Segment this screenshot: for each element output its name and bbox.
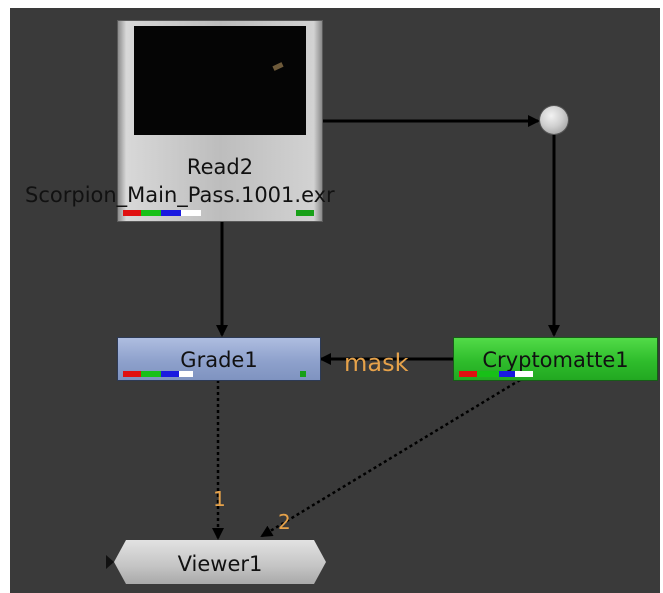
cryptomatte-node-title: Cryptomatte1 <box>482 348 629 372</box>
edge-cryptomatte-to-viewer <box>260 378 521 538</box>
viewer-input-arrow-icon <box>106 555 114 569</box>
thumbnail-detail <box>272 62 284 71</box>
viewer-input-1-label: 1 <box>213 487 226 511</box>
channel-extra-indicator <box>296 210 314 216</box>
channel-blue-indicator <box>499 371 515 377</box>
viewer-node-title: Viewer1 <box>177 552 263 576</box>
channel-green-indicator <box>141 210 161 216</box>
channel-extra-indicator <box>300 371 306 377</box>
channel-red-indicator <box>123 371 141 377</box>
read-node-title: Read2 <box>186 155 254 179</box>
channel-red-indicator <box>459 371 477 377</box>
channel-green-indicator <box>477 371 499 377</box>
channel-alpha-indicator <box>515 371 533 377</box>
read-thumbnail <box>134 26 306 135</box>
channel-alpha-indicator <box>179 371 193 377</box>
channel-alpha-indicator <box>181 210 201 216</box>
channel-red-indicator <box>123 210 141 216</box>
channel-green-indicator <box>141 371 161 377</box>
cryptomatte-node[interactable]: Cryptomatte1 <box>453 337 658 381</box>
viewer-input-2-label: 2 <box>278 510 291 534</box>
channel-blue-indicator <box>161 210 181 216</box>
node-connections <box>212 115 560 540</box>
viewer-node[interactable]: Viewer1 <box>114 540 326 584</box>
node-graph-canvas[interactable]: Read2 Scorpion_Main_Pass.1001.exr Grade1… <box>10 8 660 593</box>
mask-input-label: mask <box>344 349 409 377</box>
channel-blue-indicator <box>161 371 179 377</box>
grade-node-title: Grade1 <box>180 348 258 372</box>
dot-node[interactable] <box>540 106 568 134</box>
read-node[interactable]: Read2 <box>117 20 323 222</box>
read-node-filename: Scorpion_Main_Pass.1001.exr <box>25 183 335 207</box>
grade-node[interactable]: Grade1 <box>117 337 321 381</box>
